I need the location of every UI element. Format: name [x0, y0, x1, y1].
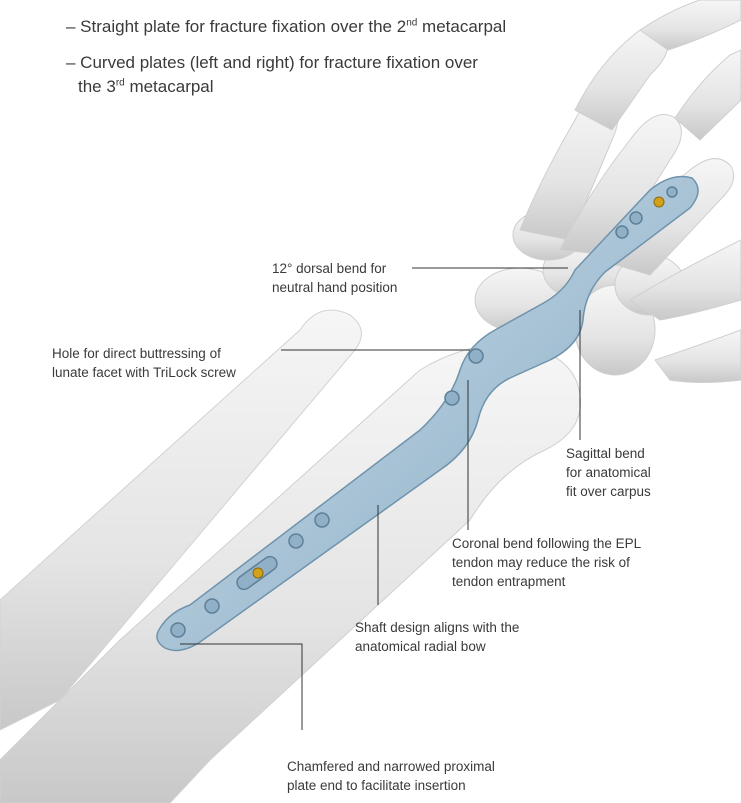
bullet-straight-plate: – Straight plate for fracture fixation o… — [66, 15, 506, 39]
callout-coronal-bend: Coronal bend following the EPL tendon ma… — [452, 534, 641, 591]
callout-sagittal-bend: Sagittal bend for anatomical fit over ca… — [566, 444, 651, 501]
bullet-curved-plates: – Curved plates (left and right) for fra… — [66, 51, 478, 99]
screw-head — [654, 197, 664, 207]
callout-chamfered-end: Chamfered and narrowed proximal plate en… — [287, 757, 495, 795]
callout-dorsal-bend: 12° dorsal bend for neutral hand positio… — [272, 259, 397, 297]
screw-head — [253, 568, 263, 578]
callout-hole-buttress: Hole for direct buttressing of lunate fa… — [52, 344, 236, 382]
callout-shaft-design: Shaft design aligns with the anatomical … — [355, 618, 519, 656]
